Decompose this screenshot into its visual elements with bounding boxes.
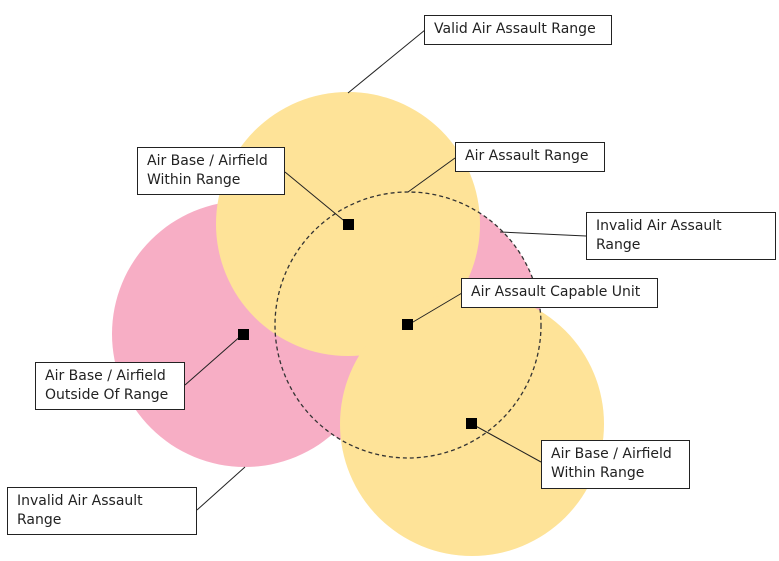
capable-unit-marker	[402, 319, 413, 330]
airbase-marker-outside	[238, 329, 249, 340]
label-airbase-within-top: Air Base / Airfield Within Range	[137, 147, 285, 195]
label-invalid-range-left: Invalid Air Assault Range	[7, 487, 197, 535]
airbase-marker-bottom	[466, 418, 477, 429]
label-assault-range: Air Assault Range	[455, 142, 605, 172]
label-valid-range: Valid Air Assault Range	[424, 15, 612, 45]
label-airbase-within-bottom: Air Base / Airfield Within Range	[541, 440, 690, 489]
leader-lines	[184, 29, 587, 511]
label-airbase-outside: Air Base / Airfield Outside Of Range	[35, 362, 185, 410]
label-invalid-range-right: Invalid Air Assault Range	[586, 212, 776, 260]
airbase-marker-top	[343, 219, 354, 230]
label-capable-unit: Air Assault Capable Unit	[461, 278, 658, 308]
